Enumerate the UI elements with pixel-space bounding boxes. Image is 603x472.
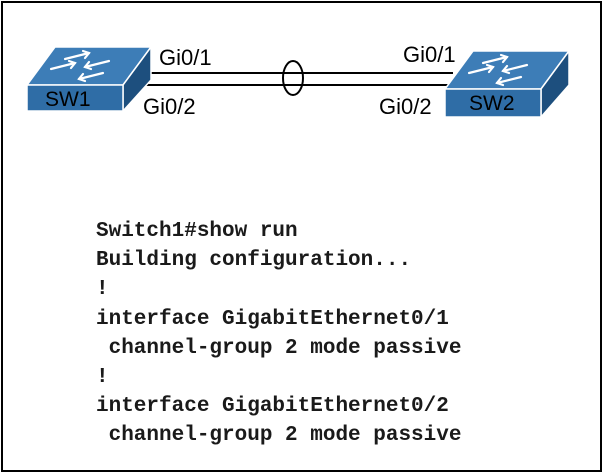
config-line: ! xyxy=(96,365,109,389)
switch-sw2-icon xyxy=(443,48,571,119)
running-config-output: Switch1#show run Building configuration.… xyxy=(96,217,461,451)
config-line: Switch1#show run xyxy=(96,220,298,243)
sw1-label: SW1 xyxy=(45,88,91,111)
config-line: channel-group 2 mode passive xyxy=(96,336,462,360)
sw2-label: SW2 xyxy=(469,92,515,115)
sw2-port-bottom-label: Gi0/2 xyxy=(379,94,432,119)
config-line: ! xyxy=(96,278,109,302)
network-topology xyxy=(25,44,571,119)
sw1-port-top-label: Gi0/1 xyxy=(159,45,212,70)
switch-sw1-icon xyxy=(25,44,153,113)
config-line: channel-group 2 mode passive xyxy=(96,424,462,448)
config-line: interface GigabitEthernet0/2 xyxy=(96,395,449,419)
etherchannel-bundle-icon xyxy=(282,60,304,96)
config-line: interface GigabitEthernet0/1 xyxy=(96,307,449,331)
sw2-port-top-label: Gi0/1 xyxy=(403,42,456,67)
sw1-port-bottom-label: Gi0/2 xyxy=(143,94,196,119)
config-line: Building configuration... xyxy=(96,249,412,273)
